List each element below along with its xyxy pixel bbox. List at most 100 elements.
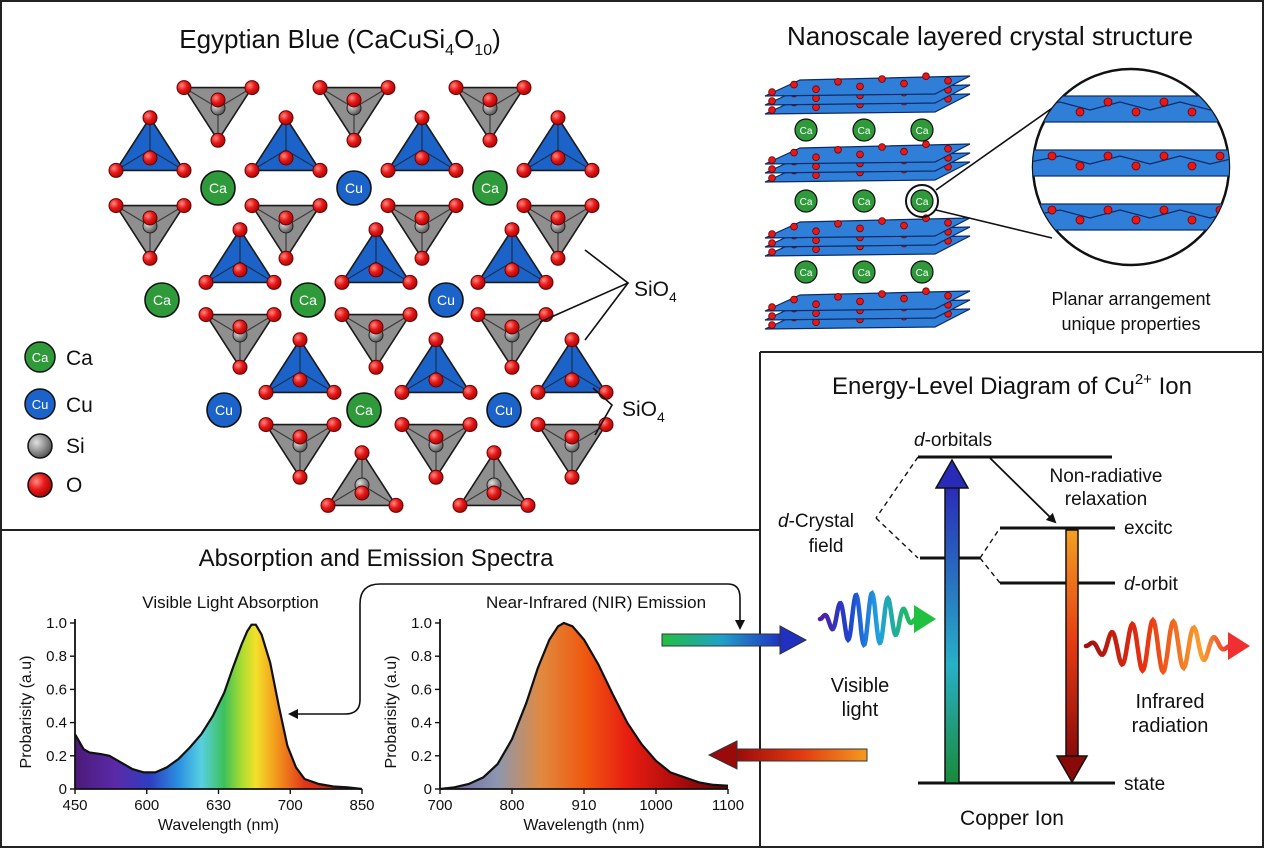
visible-light-label-2: light [842,699,879,721]
oxygen-atom [292,372,308,388]
y-tick-label: 0.2 [411,748,432,765]
svg-text:Ca: Ca [858,197,871,208]
y-tick-label: 0.8 [411,648,432,665]
oxygen-atom [452,497,468,513]
zoom-sheet [1033,95,1229,123]
y-tick-label: 0.4 [411,715,432,732]
oxygen-atom [448,80,464,96]
y-tick-label: 0 [424,781,432,798]
oxygen-atom [516,198,532,214]
oxygen-atom [482,132,498,148]
svg-text:Ca: Ca [481,180,499,196]
crystal-sheet [764,72,971,97]
oxygen-atom [584,162,600,178]
nonradiative-arrow [989,457,1057,524]
y-tick-label: 0.6 [411,681,432,698]
zoom-sheet [1033,203,1229,231]
absorption-chart: Visible Light Absorption00.20.40.60.81.0… [18,593,375,834]
oxygen-atom [550,110,566,126]
oxygen-atom [428,332,444,348]
x-tick-label: 800 [499,797,524,814]
oxygen-atom [198,274,214,290]
y-tick-label: 1.0 [46,615,67,632]
svg-text:Ca: Ca [800,126,813,137]
svg-text:Ca: Ca [355,402,373,418]
structure-title: Egyptian Blue (CaCuSi4O10) [179,24,501,59]
zoom-sheet [1033,149,1229,177]
x-tick-label: 700 [278,797,303,814]
oxygen-atom [320,497,336,513]
oxygen-atom [584,198,600,214]
oxygen-atom [486,445,502,461]
oxygen-atom [198,307,214,323]
energy-panel: Energy-Level Diagram of Cu2+ Ion d-or [778,371,1250,830]
svg-text:Cu: Cu [437,292,455,308]
oxygen-atom [504,262,520,278]
svg-text:Ca: Ca [209,180,227,196]
oxygen-atom [108,198,124,214]
silicate-lattice [108,80,614,513]
oxygen-atom [538,274,554,290]
oxygen-atom [530,384,546,400]
oxygen-atom [278,150,294,166]
oxygen-atom [550,210,566,226]
nonradiative-label-1: Non-radiative [1050,466,1163,487]
oxygen-atom [176,198,192,214]
oxygen-atom [312,198,328,214]
oxygen-atom [278,210,294,226]
oxygen-atom [470,274,486,290]
infrared-wave [1083,616,1233,676]
ca-ion: Ca [852,260,876,284]
x-tick-label: 700 [427,797,452,814]
nanoscale-caption-1: Planar arrangement [1051,289,1210,309]
sio4-callout-upper [539,249,630,341]
ca-ion: Ca [910,260,934,284]
copper-ion: Cu [206,392,242,428]
connector-arrow-left [288,583,381,719]
legend-si: Si [27,433,85,459]
oxygen-atom [258,417,274,433]
x-tick-label: 910 [571,797,596,814]
svg-text:Cu: Cu [495,402,513,418]
svg-text:Cu: Cu [32,397,49,412]
y-tick-label: 0.2 [46,748,67,765]
oxygen-atom [258,384,274,400]
oxygen-atom [108,162,124,178]
oxygen-atom [402,274,418,290]
oxygen-atom [530,417,546,433]
crystal-field-label-2: field [809,536,844,557]
oxygen-atom [292,332,308,348]
ca-ion: Ca [794,260,818,284]
chart-title: Near-Infrared (NIR) Emission [486,593,706,612]
emission-arrow [1055,529,1089,784]
state-label: state [1124,774,1165,795]
infrared-label-2: radiation [1132,715,1209,737]
oxygen-atom [380,198,396,214]
infrared-wave-head [1228,632,1250,660]
svg-text:Ca: Ca [858,126,871,137]
oxygen-atom [244,80,260,96]
x-tick-label: 630 [206,797,231,814]
oxygen-atom [504,359,520,375]
sio4-label-upper: SiO4 [634,278,677,305]
oxygen-atom [516,162,532,178]
oxygen-atom [394,417,410,433]
oxygen-atom [394,384,410,400]
zoomed-sheets [1033,95,1229,231]
oxygen-atom [414,110,430,126]
element-legend: Ca Ca Cu Cu Si O [24,341,93,498]
spectrum-area [440,623,728,789]
excitation-arrow [661,625,808,655]
oxygen-atom [428,429,444,445]
crystal-field-label-1: d-Crystal [778,511,854,532]
crystal-sheet [764,287,971,312]
calcium-ion: Ca [144,282,180,318]
oxygen-atom [326,417,342,433]
ca-ion: Ca [794,118,818,142]
visible-light-label-1: Visible [831,675,890,697]
oxygen-atom [142,210,158,226]
oxygen-atom [334,307,350,323]
oxygen-atom [520,497,536,513]
